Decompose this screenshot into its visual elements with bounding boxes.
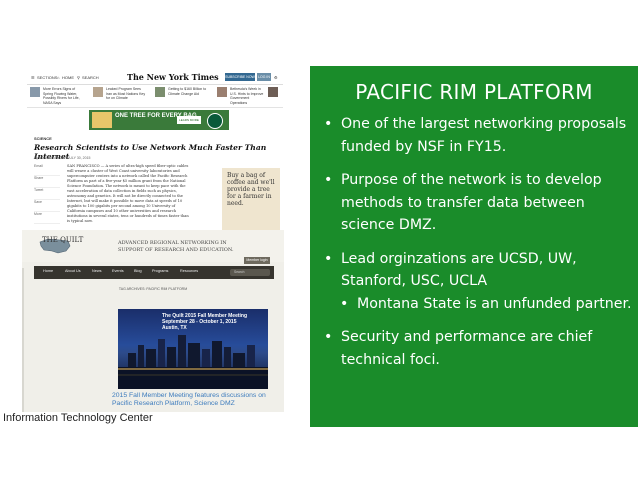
photo-title: The Quilt 2015 Fall Member Meeting [162, 313, 248, 319]
nav-events[interactable]: Events [112, 269, 124, 273]
photo-overlay: The Quilt 2015 Fall Member Meeting Septe… [162, 313, 266, 331]
ad-headline: ONE TREE FOR EVERY BAG [115, 113, 197, 119]
subscribe-button[interactable]: SUBSCRIBE NOW [225, 73, 255, 81]
nav-home[interactable]: Home [43, 269, 54, 273]
nyt-home-link[interactable]: HOME [62, 75, 74, 80]
coffee-bag-image [92, 112, 112, 128]
austin-skyline-photo[interactable]: The Quilt 2015 Fall Member Meeting Septe… [118, 309, 268, 389]
news-thumbnail[interactable] [268, 87, 278, 97]
share-email-button[interactable]: Email [34, 164, 60, 176]
skyline-image [118, 335, 268, 389]
slide-title: PACIFIC RIM PLATFORM [355, 80, 593, 104]
nyt-logo[interactable]: The New York Times [127, 72, 219, 82]
article-headline: Research Scientists to Use Network Much … [34, 143, 267, 161]
news-item[interactable]: Bethesda's Week in U.S. Hints to Improve… [230, 87, 264, 105]
footer-label: Information Technology Center [3, 412, 153, 424]
news-thumbnail[interactable] [155, 87, 165, 97]
share-tools: Email Share Tweet Save More [34, 164, 60, 224]
nav-resources[interactable]: Resources [180, 269, 199, 273]
page-edge [22, 268, 24, 412]
ad-banner[interactable]: ONE TREE FOR EVERY BAG LEARN MORE [89, 110, 229, 130]
photo-place: Austin, TX [162, 325, 187, 331]
side-ad-text: Buy a bag of coffee and we'll provide a … [227, 172, 275, 207]
news-item[interactable]: More Errors Signs of Spring Flowing Wate… [43, 87, 80, 105]
news-thumbnail[interactable] [30, 87, 40, 97]
quilt-website-screenshot: THE QUILT ADVANCED REGIONAL NETWORKING I… [22, 230, 284, 412]
sub-bullet-item: Montana State is an unfunded partner. [340, 293, 636, 316]
nyt-article-screenshot: ☰ SECTIONS ⌂ HOME ⚲ SEARCH The New York … [27, 70, 283, 230]
nyt-news-strip: More Errors Signs of Spring Flowing Wate… [27, 85, 283, 108]
share-twitter-button[interactable]: Tweet [34, 188, 60, 200]
search-input[interactable]: Search [230, 269, 270, 276]
quilt-tagline: ADVANCED REGIONAL NETWORKING IN SUPPORT … [118, 240, 234, 253]
bullet-item: Security and performance are chief techn… [324, 326, 636, 371]
home-icon[interactable]: ⌂ [57, 75, 60, 80]
page-title: TAG ARCHIVES: PACIFIC RIM PLATFORM [118, 287, 188, 291]
photo-dates: September 28 - October 1, 2015 [162, 319, 237, 325]
nyt-sections-link[interactable]: SECTIONS [37, 75, 58, 80]
nav-blog[interactable]: Blog [134, 269, 142, 273]
menu-icon[interactable]: ☰ [31, 75, 35, 80]
post-link[interactable]: 2015 Fall Member Meeting features discus… [112, 392, 266, 407]
share-facebook-button[interactable]: Share [34, 176, 60, 188]
us-map-icon [39, 238, 71, 254]
news-item[interactable]: Getting to $160 Billion to Climate Chang… [168, 87, 207, 96]
more-button[interactable]: More [34, 212, 60, 224]
bullet-item: Lead orginzations are UCSD, UW, Stanford… [324, 248, 636, 293]
nyt-topbar: ☰ SECTIONS ⌂ HOME ⚲ SEARCH The New York … [27, 70, 283, 85]
search-icon[interactable]: ⚲ [77, 75, 80, 80]
news-thumbnail[interactable] [217, 87, 227, 97]
login-button[interactable]: LOG IN [257, 73, 271, 81]
member-login-button[interactable]: Member login [244, 257, 270, 264]
starbucks-logo [207, 113, 223, 129]
article-body: SAN FRANCISCO — A series of ultra-high s… [67, 164, 189, 223]
gear-icon[interactable]: ⚙ [274, 75, 278, 80]
nav-news[interactable]: News [92, 269, 102, 273]
news-item[interactable]: Leaked Program Sees Iran as Most Nations… [106, 87, 146, 100]
side-ad[interactable]: Buy a bag of coffee and we'll provide a … [222, 168, 280, 230]
bullet-list: One of the largest networking proposals … [324, 113, 636, 382]
bullet-item: Purpose of the network is to develop met… [324, 169, 636, 237]
nav-about-us[interactable]: About Us [65, 269, 81, 273]
learn-more-button[interactable]: LEARN MORE [177, 116, 201, 124]
news-thumbnail[interactable] [93, 87, 103, 97]
quilt-header: THE QUILT ADVANCED REGIONAL NETWORKING I… [22, 230, 284, 264]
nav-programs[interactable]: Programs [152, 269, 169, 273]
quilt-nav: Home About Us News Events Blog Programs … [34, 266, 274, 279]
nyt-search-link[interactable]: SEARCH [82, 75, 99, 80]
save-button[interactable]: Save [34, 200, 60, 212]
bullet-item: One of the largest networking proposals … [324, 113, 636, 158]
section-label[interactable]: SCIENCE [34, 136, 52, 141]
green-text-panel: PACIFIC RIM PLATFORM One of the largest … [310, 66, 638, 427]
article-byline: By JOHN MARKOFF JULY 30, 2015 [34, 156, 91, 160]
quilt-logo[interactable]: THE QUILT [42, 236, 84, 244]
